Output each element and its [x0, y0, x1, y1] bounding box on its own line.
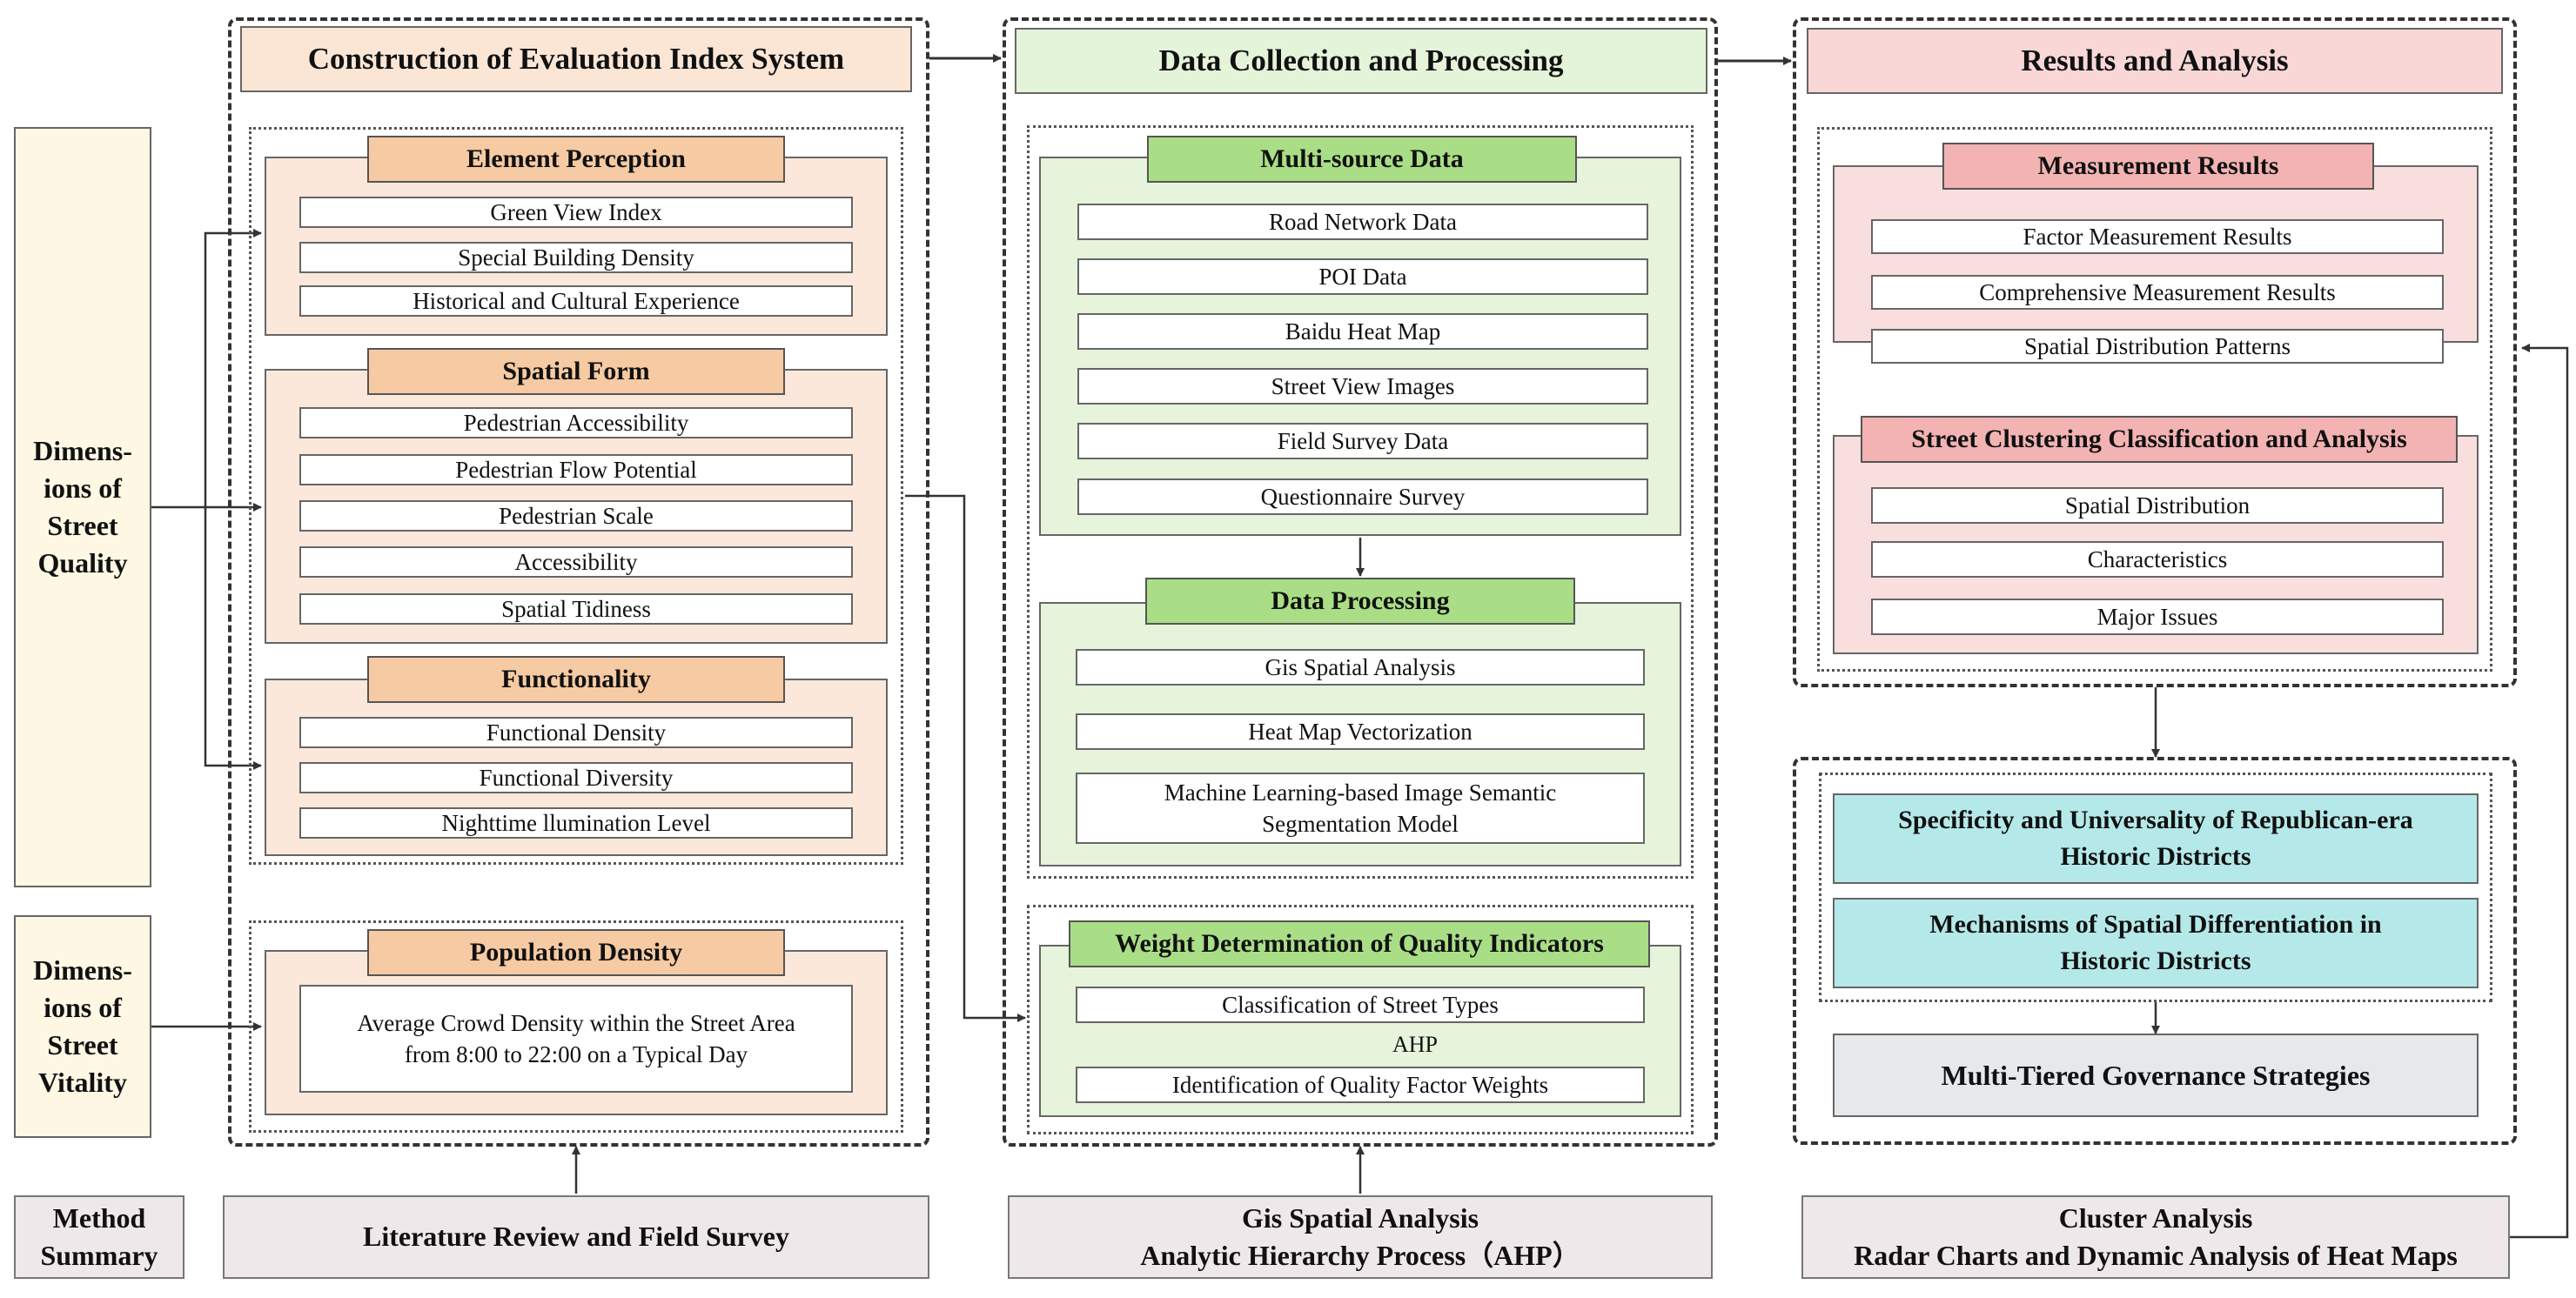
specificity-line-1: Specificity and Universality of Republic…	[1898, 806, 2413, 834]
results-group-frame	[1817, 127, 2492, 672]
specificity-line-2: Historic Districts	[2060, 842, 2251, 871]
weight-determination-title: Weight Determination of Quality Indicato…	[1069, 920, 1650, 967]
mechanisms-line-2: Historic Districts	[2060, 947, 2251, 975]
measurement-results-title: Measurement Results	[1942, 143, 2374, 190]
gis-ahp-method: Gis Spatial Analysis Analytic Hierarchy …	[1008, 1195, 1713, 1279]
construction-header: Construction of Evaluation Index System	[240, 26, 912, 92]
street-quality-dimension: Dimens- ions of Street Quality	[14, 127, 151, 887]
governance-strategies-box: Multi-Tiered Governance Strategies	[1833, 1034, 2479, 1117]
mechanisms-line-1: Mechanisms of Spatial Differentiation in	[1929, 910, 2382, 939]
functional-diversity-item: Functional Diversity	[299, 762, 853, 793]
street-view-images-item: Street View Images	[1077, 368, 1648, 405]
major-issues-item: Major Issues	[1871, 599, 2444, 635]
conclusions-panel	[1793, 757, 2517, 1145]
functionality-title: Functionality	[367, 656, 785, 703]
historical-cultural-experience-item: Historical and Cultural Experience	[299, 285, 853, 317]
nighttime-illumination-item: Nighttime llumination Level	[299, 807, 853, 839]
data-processing-title: Data Processing	[1145, 578, 1575, 625]
field-survey-data-item: Field Survey Data	[1077, 423, 1648, 459]
data-collection-header: Data Collection and Processing	[1015, 28, 1707, 94]
method-summary-label: Method Summary	[14, 1195, 184, 1279]
measurement-results-group	[1833, 165, 2479, 343]
ml-line-1: Machine Learning-based Image Semantic	[1164, 779, 1557, 806]
road-network-data-item: Road Network Data	[1077, 204, 1648, 240]
data-collection-panel	[1003, 17, 1718, 1147]
heat-map-vectorization-item: Heat Map Vectorization	[1076, 713, 1645, 750]
spatial-form-title: Spatial Form	[367, 348, 785, 395]
indicator-group-frame	[249, 127, 903, 865]
ml-line-2: Segmentation Model	[1262, 811, 1459, 837]
conclusions-frame	[1819, 773, 2492, 1002]
element-perception-title: Element Perception	[367, 136, 785, 183]
questionnaire-survey-item: Questionnaire Survey	[1077, 478, 1648, 515]
pedestrian-flow-potential-item: Pedestrian Flow Potential	[299, 454, 853, 485]
spatial-distribution-item: Spatial Distribution	[1871, 487, 2444, 524]
street-clustering-title: Street Clustering Classification and Ana…	[1861, 416, 2458, 463]
method-summary-line-1: Method	[52, 1201, 146, 1234]
weight-group-frame	[1027, 905, 1694, 1134]
crowd-density-line-1: Average Crowd Density within the Street …	[357, 1009, 795, 1036]
poi-data-item: POI Data	[1077, 258, 1648, 295]
results-panel	[1793, 17, 2517, 687]
gis-method-line: Gis Spatial Analysis	[1241, 1201, 1479, 1234]
functional-density-item: Functional Density	[299, 717, 853, 748]
pedestrian-accessibility-item: Pedestrian Accessibility	[299, 407, 853, 438]
special-building-density-item: Special Building Density	[299, 242, 853, 273]
specificity-universality-box: Specificity and Universality of Republic…	[1833, 793, 2479, 884]
mechanisms-spatial-differentiation-box: Mechanisms of Spatial Differentiation in…	[1833, 898, 2479, 988]
machine-learning-segmentation-item: Machine Learning-based Image Semantic Se…	[1076, 773, 1645, 844]
comprehensive-measurement-results-item: Comprehensive Measurement Results	[1871, 275, 2444, 310]
characteristics-item: Characteristics	[1871, 541, 2444, 578]
factor-measurement-results-item: Factor Measurement Results	[1871, 219, 2444, 254]
street-vitality-dimension: Dimens- ions of Street Vitality	[14, 915, 151, 1138]
quality-line-4: Quality	[37, 547, 128, 579]
identification-factor-weights-item: Identification of Quality Factor Weights	[1076, 1067, 1645, 1103]
vitality-group-frame	[249, 920, 903, 1133]
baidu-heat-map-item: Baidu Heat Map	[1077, 313, 1648, 350]
ahp-label: AHP	[1392, 1032, 1439, 1057]
cluster-method-line: Cluster Analysis	[2058, 1201, 2253, 1234]
spatial-tidiness-item: Spatial Tidiness	[299, 593, 853, 625]
method-summary-line-2: Summary	[40, 1240, 158, 1271]
vitality-line-2: ions of	[44, 991, 122, 1023]
literature-review-method: Literature Review and Field Survey	[223, 1195, 929, 1279]
data-group-frame	[1027, 125, 1694, 879]
vitality-line-4: Vitality	[38, 1067, 127, 1099]
spatial-distribution-patterns-item: Spatial Distribution Patterns	[1871, 329, 2444, 364]
vitality-line-1: Dimens-	[33, 953, 132, 986]
results-header: Results and Analysis	[1807, 28, 2503, 94]
quality-line-2: ions of	[44, 472, 122, 504]
multi-source-data-title: Multi-source Data	[1147, 136, 1577, 183]
construction-panel	[228, 17, 929, 1147]
gis-spatial-analysis-item: Gis Spatial Analysis	[1076, 649, 1645, 686]
radar-method-line: Radar Charts and Dynamic Analysis of Hea…	[1854, 1240, 2458, 1271]
average-crowd-density-item: Average Crowd Density within the Street …	[299, 985, 853, 1093]
ahp-method-line: Analytic Hierarchy Process（AHP）	[1140, 1240, 1580, 1271]
green-view-index-item: Green View Index	[299, 197, 853, 228]
cluster-analysis-method: Cluster Analysis Radar Charts and Dynami…	[1801, 1195, 2510, 1279]
classification-street-types-item: Classification of Street Types	[1076, 987, 1645, 1023]
accessibility-item: Accessibility	[299, 546, 853, 578]
population-density-title: Population Density	[367, 929, 785, 976]
vitality-line-3: Street	[47, 1029, 118, 1060]
pedestrian-scale-item: Pedestrian Scale	[299, 500, 853, 532]
quality-line-1: Dimens-	[33, 434, 132, 466]
crowd-density-line-2: from 8:00 to 22:00 on a Typical Day	[404, 1041, 748, 1067]
quality-line-3: Street	[47, 510, 118, 541]
